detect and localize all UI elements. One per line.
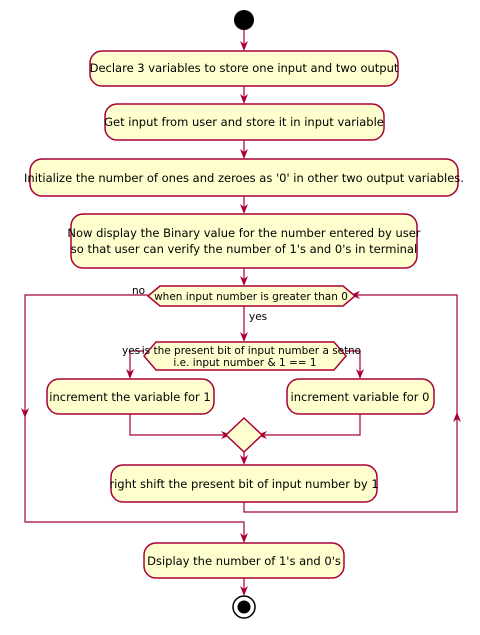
edge-loop-exit xyxy=(24,294,245,538)
step-display-result: Dsiplay the number of 1's and 0's xyxy=(143,542,345,579)
loop-condition: when input number is greater than 0 no y… xyxy=(132,285,357,323)
loop-condition-label: when input number is greater than 0 xyxy=(154,291,348,303)
step-initialize: Initialize the number of ones and zeroes… xyxy=(24,158,464,197)
step-increment-ones-label: increment the variable for 1 xyxy=(49,390,210,404)
decision-no-label: no xyxy=(348,345,361,357)
step-right-shift-label: right shift the present bit of input num… xyxy=(109,477,378,491)
loop-no-label: no xyxy=(132,285,145,297)
loop-yes-label: yes xyxy=(249,311,267,323)
step-get-input: Get input from user and store it in inpu… xyxy=(104,103,385,141)
edge-decision-yes xyxy=(129,350,144,374)
arrowheads xyxy=(21,41,461,596)
edge-decision-no xyxy=(346,350,361,374)
step-increment-ones: increment the variable for 1 xyxy=(46,378,215,415)
end-node xyxy=(232,595,256,619)
step-increment-zeros-label: increment variable for 0 xyxy=(291,390,430,404)
bit-decision-line2: i.e. input number & 1 == 1 xyxy=(173,357,316,369)
edges xyxy=(24,30,458,591)
edge-ones-merge xyxy=(129,414,226,436)
step-increment-zeros: increment variable for 0 xyxy=(286,378,435,415)
step-get-input-label: Get input from user and store it in inpu… xyxy=(104,115,384,129)
bit-decision-line1: is the present bit of input number a set xyxy=(142,345,349,357)
step-display-binary-line1: Now display the Binary value for the num… xyxy=(67,226,420,240)
merge-node xyxy=(224,416,264,454)
bit-decision: is the present bit of input number a set… xyxy=(122,341,361,371)
step-initialize-label: Initialize the number of ones and zeroes… xyxy=(24,171,464,185)
edge-loop-back xyxy=(243,294,458,513)
step-declare: Declare 3 variables to store one input a… xyxy=(89,50,399,87)
edge-zeros-merge xyxy=(262,414,361,436)
step-declare-label: Declare 3 variables to store one input a… xyxy=(90,61,399,75)
start-node xyxy=(234,10,254,30)
decision-yes-label: yes xyxy=(122,345,140,357)
step-display-binary: Now display the Binary value for the num… xyxy=(67,213,421,269)
step-display-binary-line2: so that user can verify the number of 1'… xyxy=(71,242,417,256)
step-right-shift: right shift the present bit of input num… xyxy=(109,464,379,503)
step-display-result-label: Dsiplay the number of 1's and 0's xyxy=(147,554,341,568)
